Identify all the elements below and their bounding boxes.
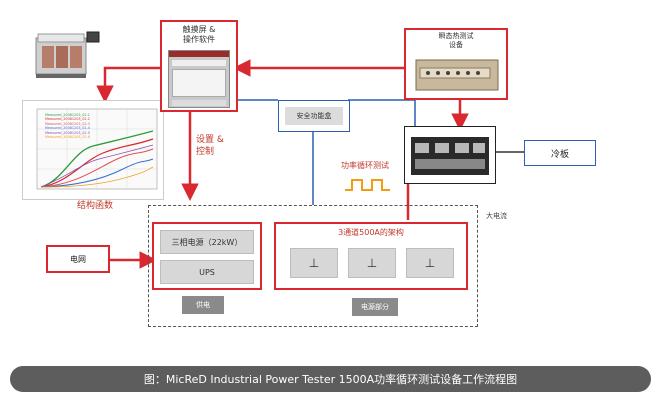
channel-architecture-label: 3通道500A的架构 [338, 228, 404, 237]
channel-2-capacitor-icon: ⊥ [348, 248, 396, 278]
three-phase-power: 三相电源（22kW） [160, 230, 254, 254]
channel-3-capacitor-icon: ⊥ [406, 248, 454, 278]
safety-box: 安全功能盒 [278, 100, 350, 132]
power-section-outline [148, 205, 478, 327]
channel-1-capacitor-icon: ⊥ [290, 248, 338, 278]
high-current-label: 大电流 [486, 212, 507, 220]
settings-control-label: 设置 & 控制 [196, 135, 224, 157]
square-wave [345, 179, 390, 191]
tester-machine-image [32, 28, 102, 80]
thermal-equipment-box: 瞬态热测试 设备 [404, 28, 508, 100]
legend-entry: Measured_20081203_02-3 [45, 121, 90, 126]
legend-entry: Measured_20081203_02-6 [45, 135, 90, 140]
grid-box: 电网 [46, 245, 110, 273]
chart-legend: Measured_20081203_02-1 Measured_20081203… [45, 113, 109, 139]
power-supply-tag: 供电 [182, 296, 224, 314]
power-cycling-label: 功率循环测试 [341, 161, 389, 170]
structure-function-chart: Measured_20081203_02-1 Measured_20081203… [22, 100, 164, 200]
touchscreen-label: 触摸屏 & 操作软件 [182, 25, 216, 44]
cold-plate-box: 冷板 [524, 140, 596, 166]
power-supply-box: 三相电源（22kW） UPS [152, 222, 262, 290]
legend-entry: Measured_20081203_02-4 [45, 126, 90, 131]
software-screenshot [168, 50, 230, 108]
legend-entry: Measured_20081203_02-5 [45, 130, 90, 135]
thermal-equipment-label: 瞬态热测试 设备 [438, 32, 474, 49]
structure-curve-label: 结构函数 [76, 201, 113, 211]
arrow-touch-to-chart [96, 66, 162, 103]
power-section-tag: 电源部分 [352, 298, 398, 316]
touchscreen-box: 触摸屏 & 操作软件 [160, 20, 238, 112]
igbt-module-box [404, 126, 496, 184]
blue-line-safety-module [348, 99, 416, 128]
ups-unit: UPS [160, 260, 254, 284]
safety-label: 安全功能盒 [285, 107, 343, 125]
legend-entry: Measured_20081203_02-1 [45, 113, 90, 117]
thermal-device-image [414, 56, 500, 94]
channel-architecture-box: 3通道500A的架构 ⊥ ⊥ ⊥ [274, 222, 468, 290]
figure-caption: 图：MicReD Industrial Power Tester 1500A功率… [10, 366, 651, 392]
legend-entry: Measured_20081203_02-2 [45, 117, 90, 122]
